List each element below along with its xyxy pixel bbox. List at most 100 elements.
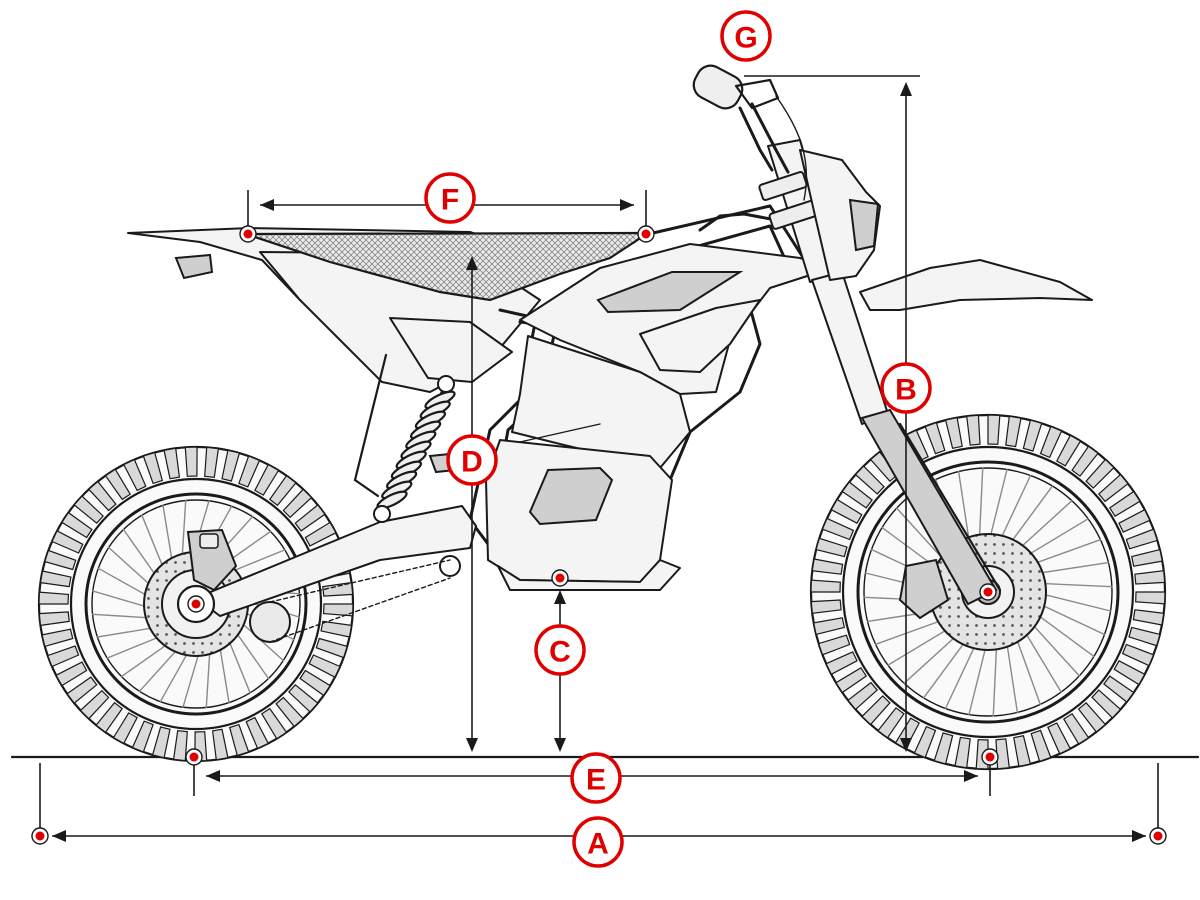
badge-d: D xyxy=(446,434,498,486)
tire-knob xyxy=(73,495,104,525)
tire-knob xyxy=(282,488,313,519)
tire-knob xyxy=(275,696,305,728)
tire-knob xyxy=(245,716,270,750)
tire-knob xyxy=(184,446,198,477)
tire-knob xyxy=(308,654,341,679)
tire-knob xyxy=(987,414,1001,445)
tire-knob xyxy=(211,728,229,761)
tire-knob xyxy=(817,634,851,656)
badge-e: E xyxy=(570,752,622,804)
tire-knob xyxy=(825,651,858,676)
front-fender xyxy=(859,259,1093,311)
tail-light xyxy=(174,253,214,280)
tire-knob xyxy=(79,689,110,720)
badge-b: B xyxy=(880,362,932,414)
tire-knob xyxy=(122,458,147,492)
tire-knob xyxy=(142,451,164,485)
swingarm xyxy=(195,505,477,617)
skid-plate xyxy=(497,559,681,591)
label-c: C xyxy=(549,636,571,669)
tire-knob xyxy=(1047,722,1072,755)
tire-knob xyxy=(38,611,70,627)
tire-knob xyxy=(1125,528,1159,550)
handlebar xyxy=(692,64,808,201)
tire-knob xyxy=(1134,570,1166,585)
tire-knob xyxy=(995,738,1010,770)
tire-knob xyxy=(204,446,220,478)
measurement-point xyxy=(1149,827,1167,845)
tire-knob xyxy=(46,645,80,668)
battery-window xyxy=(528,466,614,526)
tire-knob xyxy=(38,591,70,605)
tire-knob xyxy=(1118,508,1151,533)
tire-knob xyxy=(944,416,963,450)
tire-knob xyxy=(877,707,905,739)
measurement-point xyxy=(31,827,49,845)
tire-knob xyxy=(238,455,261,488)
tire-knob xyxy=(288,683,319,713)
tire-knob xyxy=(954,736,971,769)
tire-knob xyxy=(1055,434,1082,467)
tire-knob xyxy=(810,579,841,593)
drive-chain xyxy=(269,559,451,643)
tire-knob xyxy=(172,730,188,762)
measurement-point xyxy=(239,225,257,243)
measurement-point xyxy=(981,748,999,766)
tire-knob xyxy=(1085,458,1115,489)
tire-knob xyxy=(854,465,885,495)
tire-knob xyxy=(1135,591,1166,605)
tire-knob xyxy=(254,463,280,496)
rear-sprocket xyxy=(249,601,291,643)
measurement-point xyxy=(187,595,205,613)
tire-knob xyxy=(322,603,354,617)
tire-knob xyxy=(966,414,981,446)
tire-knob xyxy=(1108,490,1141,518)
tire-knob xyxy=(1022,419,1043,452)
tire-knob xyxy=(322,581,354,597)
tire-knob xyxy=(933,732,954,765)
tire-knob xyxy=(151,726,171,759)
badge-c: C xyxy=(534,624,586,676)
tire-knob xyxy=(1128,626,1161,647)
tire-knob xyxy=(299,669,331,697)
tire-knob xyxy=(1130,548,1164,567)
label-d: D xyxy=(461,446,483,479)
tire-knob xyxy=(104,468,132,501)
tire-knob xyxy=(39,570,72,588)
tire-knob xyxy=(810,599,842,614)
badge-f: F xyxy=(424,172,476,224)
handlebar-grip xyxy=(692,64,744,110)
tire-knob xyxy=(835,666,868,694)
tire-knob xyxy=(55,661,88,687)
tire-knob xyxy=(228,723,250,757)
tire-knob xyxy=(163,447,181,480)
tire-knob xyxy=(268,474,297,507)
label-e: E xyxy=(586,764,606,797)
tire-knob xyxy=(811,558,844,575)
tire-knob xyxy=(841,481,873,509)
tire-knob xyxy=(260,707,288,740)
measurement-points xyxy=(31,225,1167,845)
measurement-point xyxy=(979,583,997,601)
tire-knob xyxy=(924,421,946,455)
tire-knob xyxy=(294,504,326,532)
tire-knob xyxy=(1062,712,1090,745)
tire-knob xyxy=(1013,734,1032,768)
tire-knob xyxy=(1121,643,1155,667)
label-b: B xyxy=(895,374,917,407)
shroud-vent xyxy=(596,271,744,314)
tire-knob xyxy=(861,695,891,726)
front-fork xyxy=(758,139,1002,606)
tire-knob xyxy=(131,720,154,753)
tire-knob xyxy=(44,549,77,571)
tire-knob xyxy=(1103,675,1135,703)
tire-knob xyxy=(66,676,98,704)
tire-knob xyxy=(847,681,879,711)
tire-knob xyxy=(112,712,138,745)
measurement-point xyxy=(185,748,203,766)
tire-knob xyxy=(1030,729,1052,763)
tire-knob xyxy=(304,521,337,547)
front-brake-caliper xyxy=(898,558,950,620)
tire-knob xyxy=(95,701,124,734)
